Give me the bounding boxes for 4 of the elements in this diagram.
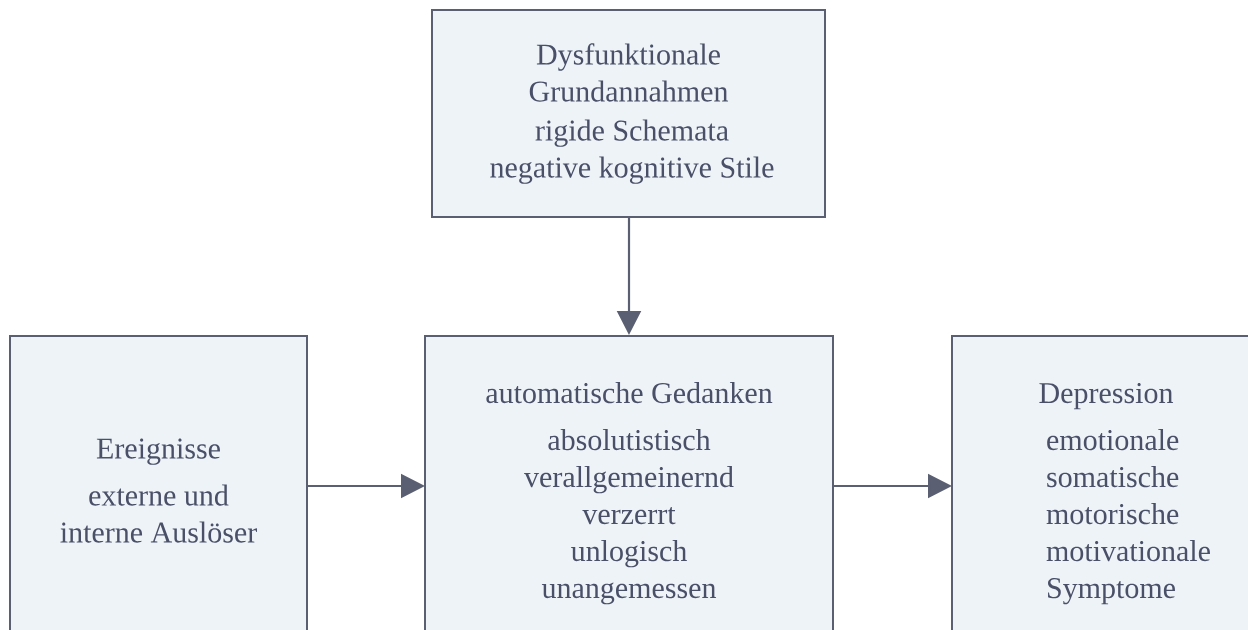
text-box: automatische Gedanken absolutistisch verallgemeinernd verzerrt unlogisch unangemessen xyxy=(424,335,834,630)
text-box: Ereignisse externe und interne Auslöser xyxy=(9,335,308,630)
text-box: Depression emotionale somatische motorische motivationale Symptome xyxy=(951,335,1248,630)
text-box: Dysfunktionale Grundannahmen rigide Schemata negative kognitive Stile xyxy=(431,9,826,218)
